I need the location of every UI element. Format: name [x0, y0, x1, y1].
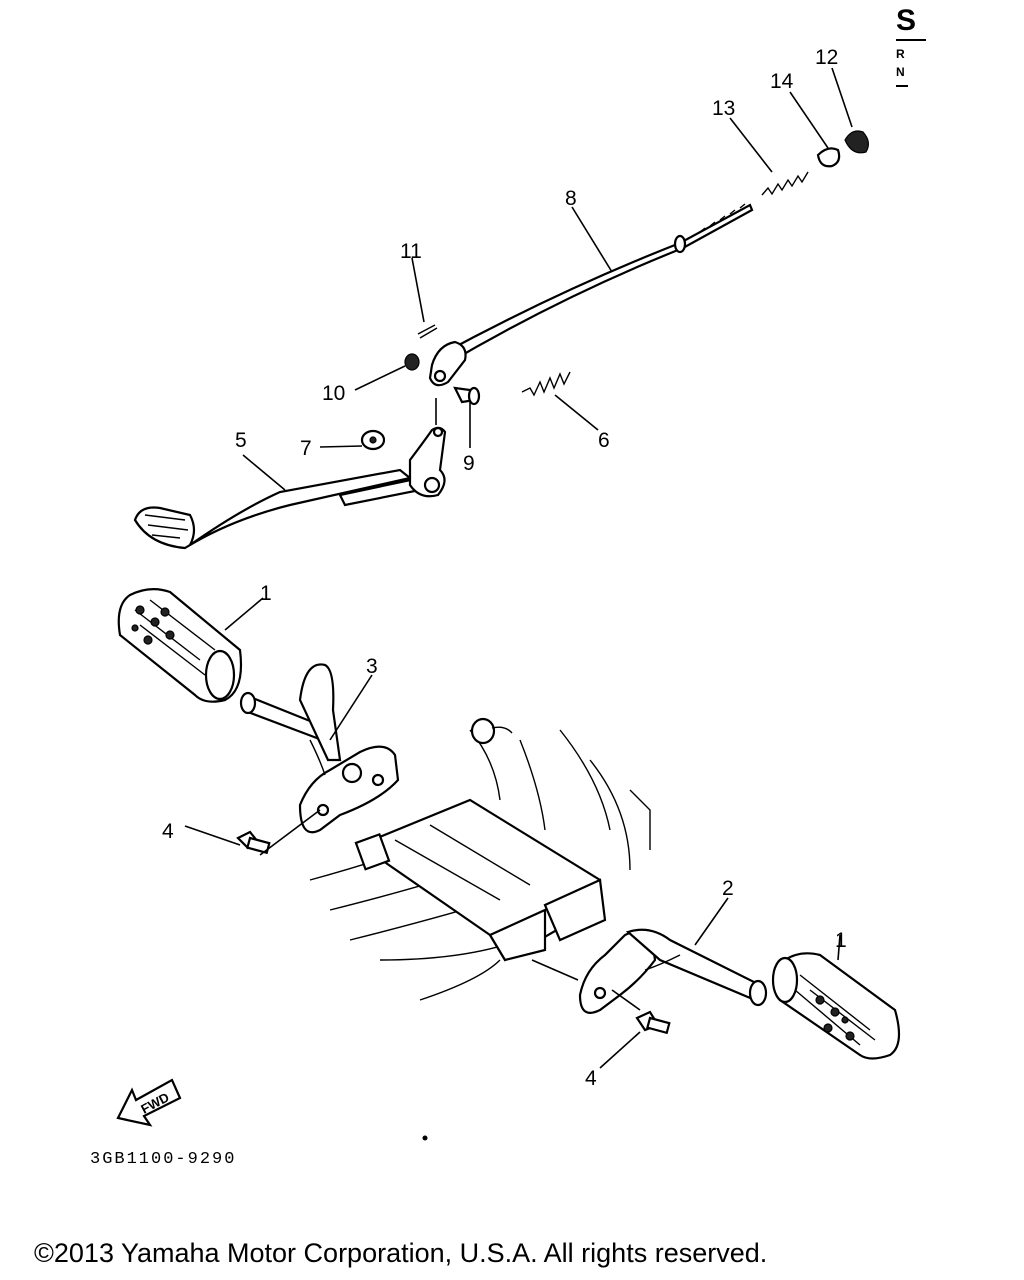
bolt-right	[635, 1010, 671, 1035]
fwd-arrow-label: FWD	[138, 1089, 171, 1116]
header-rule-2	[896, 85, 908, 87]
pin	[453, 386, 481, 406]
parts-diagram: 1 3 4 5 7 8 9 10 11 6 13 14 12 2 1 4 FWD	[116, 46, 901, 1141]
footrest-rubber-left	[117, 588, 243, 703]
brake-pedal	[133, 426, 447, 550]
copyright-notice: ©2013 Yamaha Motor Corporation, U.S.A. A…	[34, 1238, 768, 1268]
header-col-fragment-2: N	[896, 65, 905, 79]
callout-labels: 1 3 4 5 7 8 9 10 11 6 13 14 12 2 1 4	[162, 46, 847, 1090]
rod-joint	[816, 147, 841, 168]
callout-2: 2	[722, 877, 734, 900]
callout-1: 1	[260, 582, 272, 605]
callout-4-right: 4	[585, 1067, 597, 1090]
frame-crossbar	[354, 798, 607, 962]
frame-stopper	[470, 717, 513, 745]
callout-13: 13	[712, 97, 735, 120]
callout-5: 5	[235, 429, 247, 452]
drawing-code: 3GB1100-9290	[90, 1150, 237, 1169]
footrest-bracket-left	[239, 663, 400, 834]
return-spring	[521, 371, 571, 397]
parts-list-header-fragment: S R N	[896, 6, 936, 206]
callout-12: 12	[815, 46, 838, 69]
callout-9: 9	[463, 452, 475, 475]
callout-1-right: 1	[835, 929, 847, 952]
callout-3: 3	[366, 655, 378, 678]
compression-spring	[761, 171, 809, 196]
nut	[360, 429, 386, 451]
cotter-pin	[417, 324, 438, 339]
washer	[404, 353, 420, 371]
brake-rod	[428, 203, 754, 387]
callout-10: 10	[322, 382, 345, 405]
dot-mark	[422, 1135, 428, 1141]
fwd-arrow: FWD	[116, 1078, 182, 1127]
callout-11: 11	[400, 240, 422, 263]
bolt-left	[236, 830, 271, 855]
leader-lines	[184, 67, 853, 1069]
footrest-rubber-right	[771, 952, 901, 1060]
callout-7: 7	[300, 437, 312, 460]
header-title-fragment: S	[896, 6, 917, 37]
footrest-bracket-right	[578, 928, 768, 1014]
callout-6: 6	[598, 429, 610, 452]
callout-4: 4	[162, 820, 174, 843]
callout-14: 14	[770, 70, 794, 93]
header-col-fragment-1: R	[896, 47, 905, 61]
callout-8: 8	[565, 187, 577, 210]
header-rule	[896, 39, 926, 41]
adjusting-nut	[844, 130, 869, 154]
